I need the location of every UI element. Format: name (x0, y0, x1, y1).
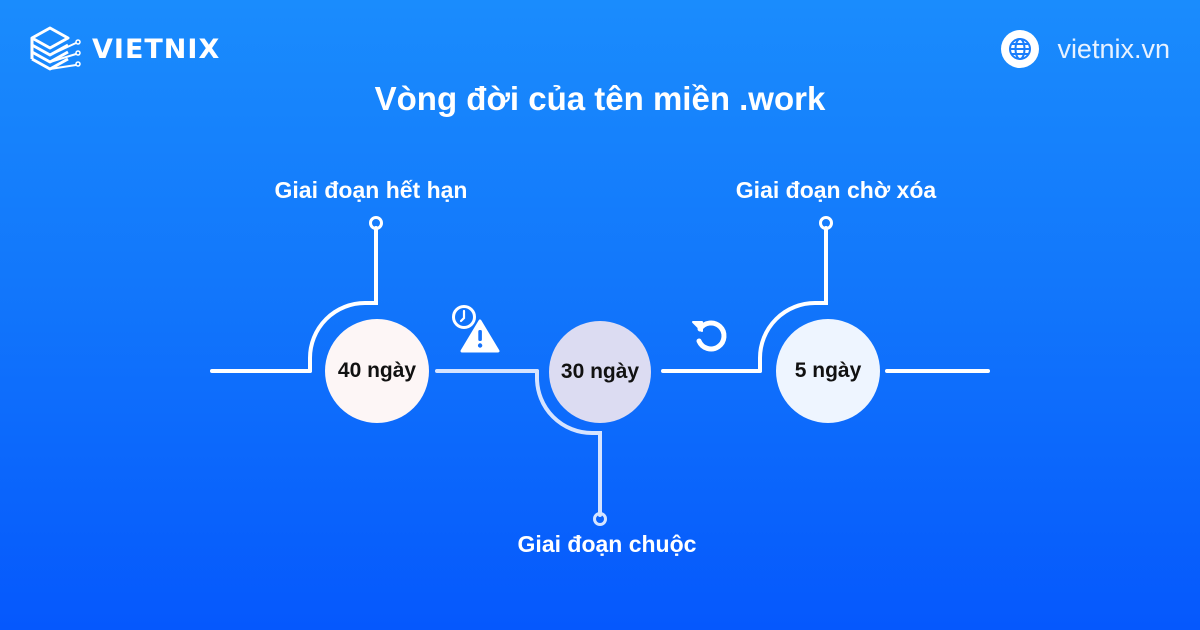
stage-2-pin (593, 512, 607, 526)
restore-icon (692, 320, 727, 352)
stage-1-pin (369, 216, 383, 230)
connector-stage-2 (535, 369, 602, 517)
logo-text: VIETNIX (92, 33, 221, 65)
stage-3-pin (819, 216, 833, 230)
site-url: vietnix.vn (1001, 30, 1170, 68)
connector-stage-3 (758, 226, 828, 373)
globe-icon (1001, 30, 1040, 68)
stage-label-pending-delete: Giai đoạn chờ xóa (735, 177, 937, 203)
server-stack-icon (30, 26, 81, 71)
clock-warning-icon (452, 305, 500, 353)
stage-node-expiry: 40 ngày (325, 319, 429, 423)
stage-node-redemption: 30 ngày (549, 321, 651, 423)
site-url-text: vietnix.vn (1057, 33, 1170, 64)
vietnix-logo: VIETNIX (28, 22, 220, 76)
stage-node-pending-delete: 5 ngày (776, 319, 880, 423)
stage-label-redemption: Giai đoạn chuộc (517, 531, 697, 557)
connector-stage-1 (308, 226, 378, 373)
stage-label-expiry: Giai đoạn hết hạn (274, 177, 468, 203)
page-title: Vòng đời của tên miền .work (374, 80, 826, 117)
